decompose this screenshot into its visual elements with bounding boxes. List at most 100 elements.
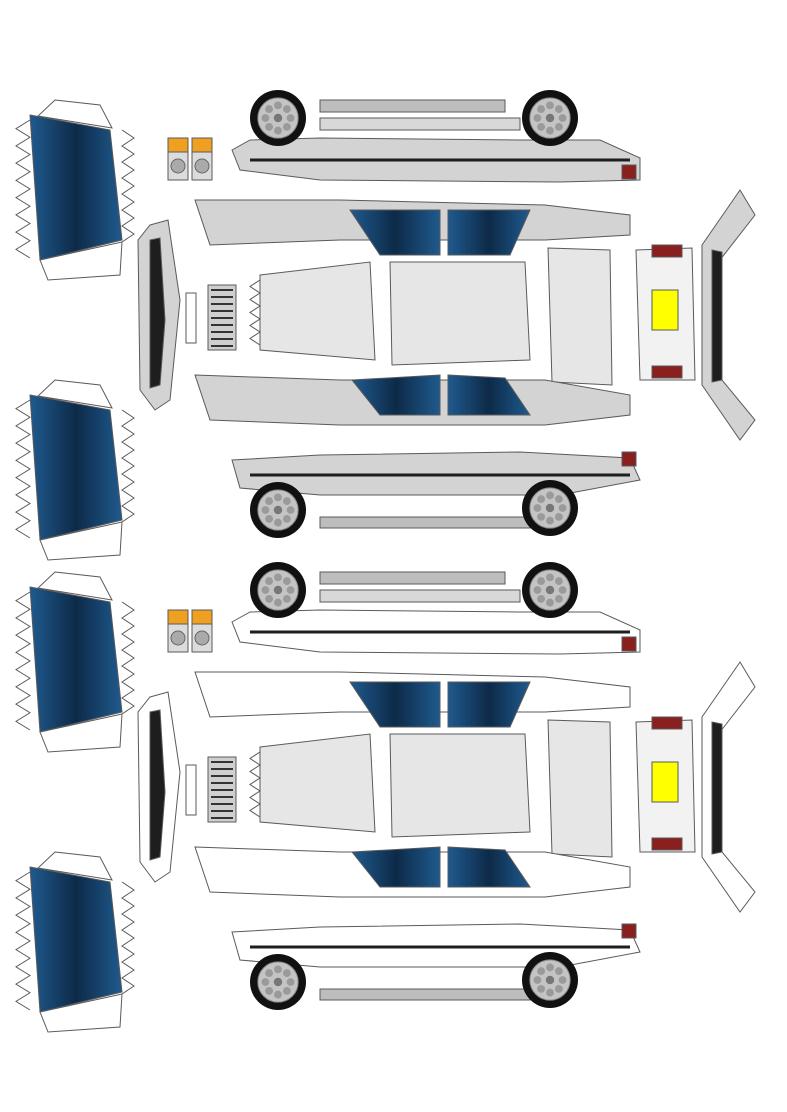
front-windscreen-right-tabs: [121, 601, 135, 715]
rim-hole: [282, 122, 291, 131]
rim-hole: [554, 495, 563, 504]
rear-windscreen-top-tab: [36, 851, 113, 881]
tail-light-bottom: [621, 923, 637, 939]
rim-hole: [554, 967, 563, 976]
rim-hole: [265, 594, 274, 603]
rim-hole: [537, 577, 546, 586]
rim-hole: [546, 126, 554, 135]
tail-light-icon: [621, 636, 637, 652]
license-plate-icon: [651, 289, 679, 331]
rim-hole: [558, 976, 567, 984]
headlight-icon: [167, 137, 189, 181]
rear-bumper: [701, 661, 756, 913]
rim-hole: [261, 978, 270, 986]
rim-hole: [286, 506, 295, 514]
rim-hole: [546, 491, 554, 500]
tail-light-lower: [651, 837, 683, 851]
trunk-lid: [547, 719, 613, 858]
rim-hole: [546, 963, 554, 972]
rim-hole: [282, 514, 291, 523]
rim-hole: [286, 978, 295, 986]
rear-windscreen-bottom-tab: [39, 993, 123, 1033]
rim-hole: [282, 986, 291, 995]
hub: [273, 113, 283, 123]
rim-hole: [546, 598, 554, 607]
rim-hole: [546, 516, 554, 525]
rim-hole: [274, 493, 282, 502]
side-window-front-upper: [349, 681, 441, 728]
rim-hole: [533, 586, 542, 594]
headlight-icon: [191, 609, 213, 653]
hub: [545, 975, 555, 985]
rim-hole: [533, 504, 542, 512]
rim-hole: [274, 990, 282, 999]
rear-windscreen-right-tabs: [121, 409, 135, 523]
front-windscreen-right-tabs: [121, 129, 135, 243]
rim-hole: [274, 518, 282, 527]
rear-windscreen-glass: [29, 866, 123, 1013]
side-window-rear-lower: [447, 846, 531, 888]
door-trim-top: [319, 117, 521, 131]
rim-hole: [265, 986, 274, 995]
rim-hole: [282, 577, 291, 586]
badge-strip: [185, 764, 197, 816]
hood: [259, 733, 376, 833]
side-window-rear-lower: [447, 374, 531, 416]
rim-hole: [537, 512, 546, 521]
rim-hole: [282, 105, 291, 114]
trunk-lid: [547, 247, 613, 386]
rim-hole: [554, 577, 563, 586]
rear-windscreen-top-tab: [36, 379, 113, 409]
hub: [273, 505, 283, 515]
hood-tabs: [249, 751, 261, 818]
hood: [259, 261, 376, 361]
rim-hole: [537, 967, 546, 976]
indicator: [167, 137, 189, 153]
roof: [389, 261, 531, 366]
rim-hole: [265, 497, 274, 506]
rim-hole: [554, 594, 563, 603]
front-windscreen-top-tab: [36, 571, 113, 601]
side-window-front-lower: [351, 374, 441, 416]
rim-hole: [546, 988, 554, 997]
rim-hole: [533, 114, 542, 122]
rim-hole: [554, 105, 563, 114]
badge-strip: [185, 292, 197, 344]
rim-hole: [282, 497, 291, 506]
roof-rail-top: [319, 99, 506, 113]
rim-hole: [537, 984, 546, 993]
license-plate-icon: [651, 761, 679, 803]
rear-bumper-trim: [711, 249, 723, 383]
car-kit-2: [15, 562, 756, 1033]
grille-icon: [207, 756, 237, 823]
hub: [273, 585, 283, 595]
rim-hole: [261, 114, 270, 122]
headlight-icon: [191, 137, 213, 181]
tail-light-upper: [651, 244, 683, 258]
front-windscreen-bottom-tab: [39, 713, 123, 753]
rim-hole: [274, 573, 282, 582]
rim-hole: [546, 573, 554, 582]
front-windscreen-left-tabs: [15, 591, 31, 731]
side-window-front-lower: [351, 846, 441, 888]
tail-light-lower: [651, 365, 683, 379]
rim-hole: [282, 594, 291, 603]
alloy-wheel-icon: [522, 90, 578, 146]
rear-windscreen-right-tabs: [121, 881, 135, 995]
rim-hole: [537, 594, 546, 603]
rim-hole: [558, 504, 567, 512]
alloy-wheel-icon: [250, 562, 306, 618]
indicator: [191, 137, 213, 153]
rim-hole: [537, 105, 546, 114]
sill-bottom: [319, 988, 531, 1001]
car-kit-1: [15, 90, 756, 561]
rear-windscreen-bottom-tab: [39, 521, 123, 561]
side-window-rear-upper: [447, 681, 531, 728]
front-bumper-trim: [149, 237, 166, 389]
rear-bumper: [701, 189, 756, 441]
indicator: [191, 609, 213, 625]
rim-hole: [286, 114, 295, 122]
indicator: [167, 609, 189, 625]
tail-light-upper: [651, 716, 683, 730]
